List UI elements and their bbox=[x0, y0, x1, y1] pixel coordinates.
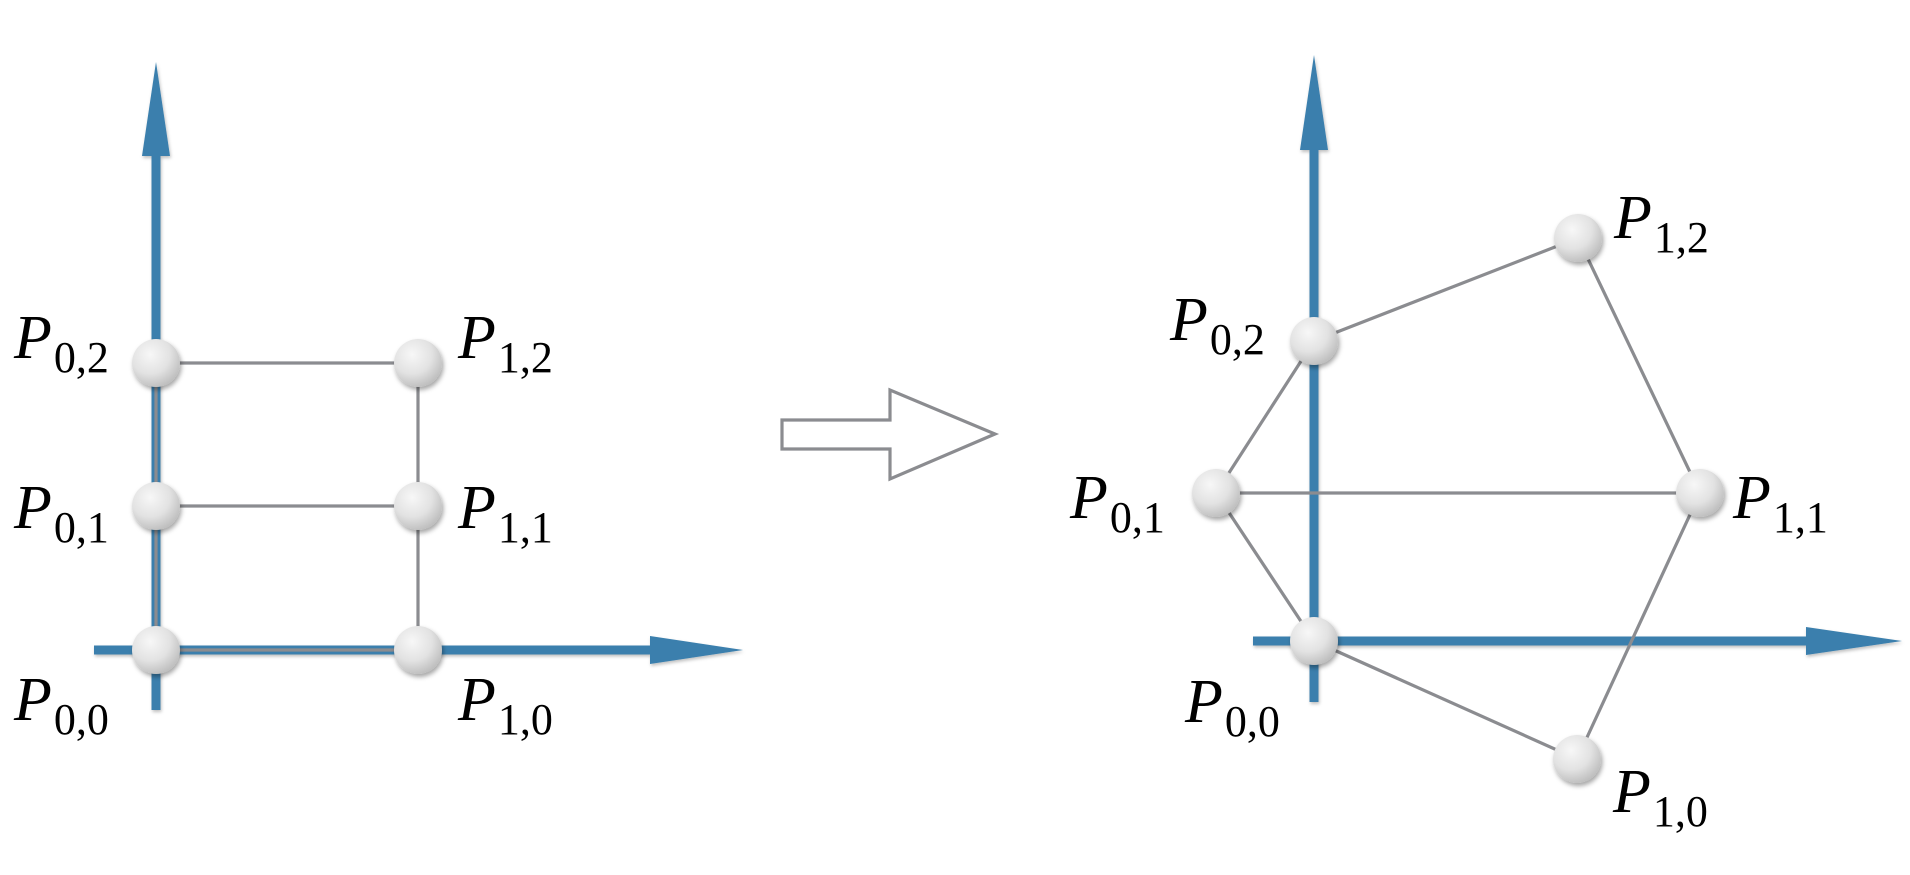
label-subscript: 0,1 bbox=[54, 503, 109, 552]
left-label-p11: P1,1 bbox=[457, 474, 553, 552]
label-base: P bbox=[1732, 464, 1771, 532]
label-base: P bbox=[13, 666, 52, 734]
left-x-axis-arrowhead bbox=[650, 636, 743, 664]
left-control-point-p10 bbox=[394, 626, 442, 674]
right-edges bbox=[1214, 236, 1702, 761]
right-x-axis-arrowhead bbox=[1806, 627, 1902, 655]
right-axes bbox=[1253, 55, 1902, 702]
label-subscript: 1,0 bbox=[498, 695, 553, 744]
label-subscript: 1,0 bbox=[1653, 787, 1708, 836]
transform-arrow bbox=[780, 387, 1000, 482]
right-label-p10: P1,0 bbox=[1612, 758, 1708, 836]
right-nodes bbox=[1192, 214, 1724, 783]
label-base: P bbox=[1169, 286, 1208, 354]
label-subscript: 1,2 bbox=[1654, 213, 1709, 262]
left-control-point-p12 bbox=[394, 339, 442, 387]
left-labels: P0,0P0,1P0,2P1,0P1,1P1,2 bbox=[13, 304, 553, 744]
label-base: P bbox=[1069, 464, 1108, 532]
label-base: P bbox=[457, 474, 496, 542]
right-control-point-p12 bbox=[1554, 214, 1602, 262]
right-y-axis-arrowhead bbox=[1300, 55, 1328, 150]
left-label-p00: P0,0 bbox=[13, 666, 109, 744]
label-base: P bbox=[457, 666, 496, 734]
label-base: P bbox=[1184, 668, 1223, 736]
left-label-p02: P0,2 bbox=[13, 304, 109, 382]
right-edge-p00-p10 bbox=[1313, 639, 1578, 761]
right-labels: P0,0P0,1P0,2P1,0P1,1P1,2 bbox=[1069, 184, 1828, 836]
left-panel: P0,0P0,1P0,2P1,0P1,1P1,2 bbox=[13, 62, 743, 744]
label-subscript: 0,2 bbox=[54, 333, 109, 382]
label-subscript: 1,1 bbox=[1773, 493, 1828, 542]
right-control-point-p11 bbox=[1676, 469, 1724, 517]
left-y-axis-arrowhead bbox=[142, 62, 170, 156]
label-subscript: 0,2 bbox=[1210, 315, 1265, 364]
label-base: P bbox=[13, 304, 52, 372]
right-edge-p02-p01 bbox=[1214, 340, 1316, 494]
left-label-p01: P0,1 bbox=[13, 474, 109, 552]
label-subscript: 1,1 bbox=[498, 503, 553, 552]
right-edge-p01-p00 bbox=[1214, 492, 1316, 642]
right-panel: P0,0P0,1P0,2P1,0P1,1P1,2 bbox=[1069, 55, 1902, 836]
label-subscript: 0,0 bbox=[1225, 697, 1280, 746]
right-control-point-p01 bbox=[1192, 469, 1240, 517]
left-nodes bbox=[132, 339, 442, 674]
right-control-point-p00 bbox=[1290, 617, 1338, 665]
label-base: P bbox=[1612, 758, 1651, 826]
left-control-point-p00 bbox=[132, 626, 180, 674]
left-control-point-p02 bbox=[132, 339, 180, 387]
left-label-p10: P1,0 bbox=[457, 666, 553, 744]
left-label-p12: P1,2 bbox=[457, 304, 553, 382]
right-control-point-p02 bbox=[1290, 317, 1338, 365]
right-label-p00: P0,0 bbox=[1184, 668, 1280, 746]
left-control-point-p01 bbox=[132, 482, 180, 530]
label-base: P bbox=[1613, 184, 1652, 252]
right-edge-p10-p11 bbox=[1575, 492, 1702, 760]
label-base: P bbox=[13, 474, 52, 542]
label-subscript: 1,2 bbox=[498, 333, 553, 382]
left-edges bbox=[154, 361, 420, 652]
right-edge-p12-p11 bbox=[1576, 237, 1702, 494]
label-base: P bbox=[457, 304, 496, 372]
right-control-point-p10 bbox=[1553, 735, 1601, 783]
label-subscript: 0,0 bbox=[54, 695, 109, 744]
left-control-point-p11 bbox=[394, 482, 442, 530]
right-label-p11: P1,1 bbox=[1732, 464, 1828, 542]
right-label-p01: P0,1 bbox=[1069, 464, 1165, 542]
label-subscript: 0,1 bbox=[1110, 493, 1165, 542]
right-label-p02: P0,2 bbox=[1169, 286, 1265, 364]
right-edge-p02-p12 bbox=[1313, 236, 1579, 343]
right-label-p12: P1,2 bbox=[1613, 184, 1709, 262]
